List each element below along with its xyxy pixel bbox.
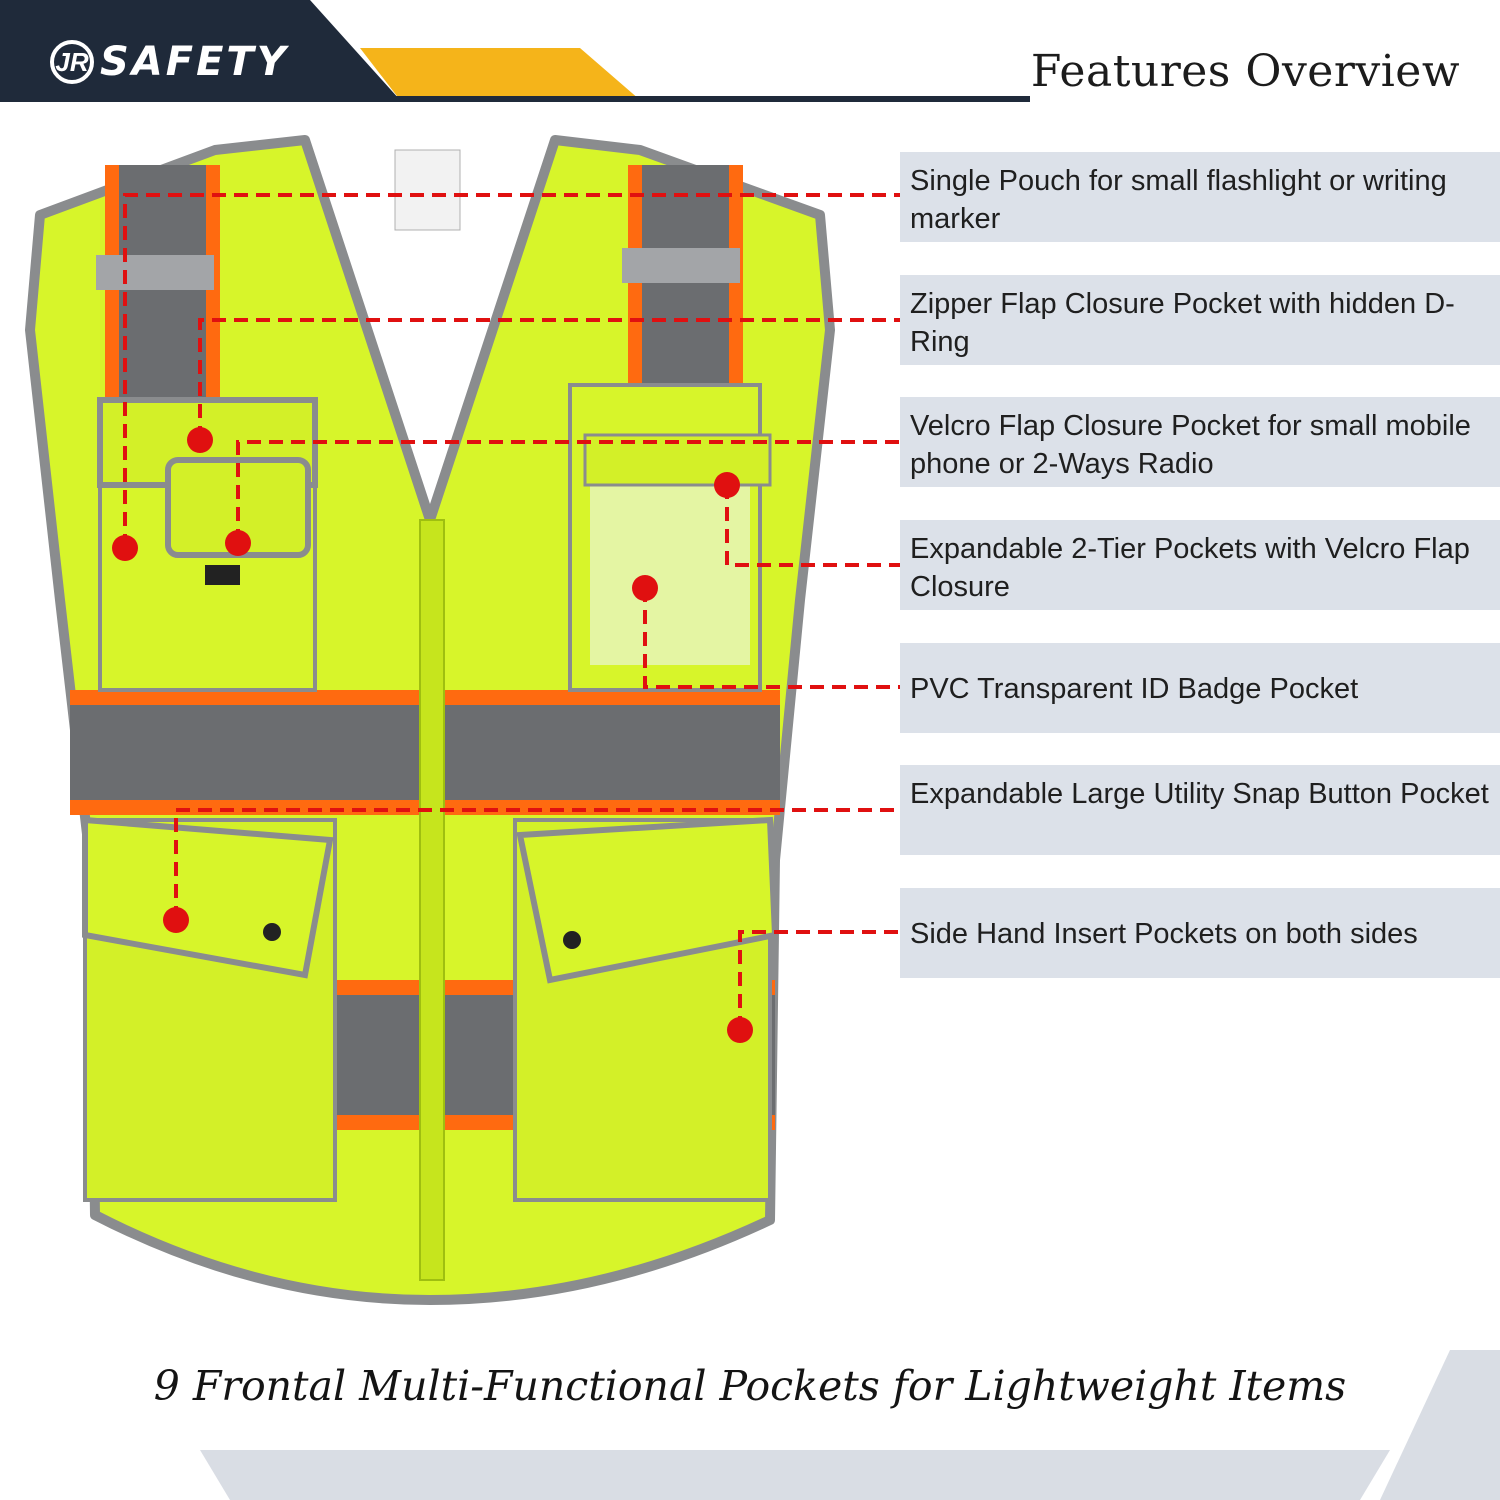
- callout-line-4: [725, 485, 900, 567]
- callout-dots: [112, 427, 753, 1043]
- feature-box-utility-pocket: Expandable Large Utility Snap Button Poc…: [900, 765, 1500, 855]
- callout-dot-1: [112, 535, 138, 561]
- feature-label: Zipper Flap Closure Pocket with hidden D…: [910, 288, 1455, 358]
- brand-name: SAFETY: [100, 39, 289, 85]
- callout-line-2: [198, 318, 900, 440]
- bottom-caption: 9 Frontal Multi-Functional Pockets for L…: [153, 1362, 1347, 1410]
- callout-dot-6: [163, 907, 189, 933]
- feature-box-zipper-pocket: Zipper Flap Closure Pocket with hidden D…: [900, 275, 1500, 365]
- callout-line-1: [123, 193, 900, 548]
- callout-line-3: [236, 440, 900, 543]
- brand-logo: JR SAFETY: [50, 32, 289, 92]
- brand-mark-icon: JR: [50, 40, 94, 84]
- callout-dot-4: [714, 472, 740, 498]
- front-zipper: [419, 519, 445, 1281]
- feature-box-two-tier-pockets: Expandable 2-Tier Pockets with Velcro Fl…: [900, 520, 1500, 610]
- callout-line-6: [174, 808, 900, 920]
- callout-dot-5: [632, 575, 658, 601]
- feature-label: Side Hand Insert Pockets on both sides: [910, 918, 1418, 950]
- callout-dot-7: [727, 1017, 753, 1043]
- callout-dot-3: [225, 530, 251, 556]
- callout-lines: [123, 193, 900, 1030]
- feature-box-single-pouch: Single Pouch for small flashlight or wri…: [900, 152, 1500, 242]
- feature-label: PVC Transparent ID Badge Pocket: [910, 673, 1359, 705]
- feature-box-velcro-pocket: Velcro Flap Closure Pocket for small mob…: [900, 397, 1500, 487]
- safety-vest-illustration: [25, 135, 900, 1305]
- feature-label: Single Pouch for small flashlight or wri…: [910, 165, 1447, 235]
- feature-label: Velcro Flap Closure Pocket for small mob…: [910, 410, 1471, 480]
- feature-label: Expandable Large Utility Snap Button Poc…: [910, 778, 1489, 810]
- feature-label: Expandable 2-Tier Pockets with Velcro Fl…: [910, 533, 1470, 603]
- feature-box-side-pockets: Side Hand Insert Pockets on both sides: [900, 888, 1500, 978]
- callout-dot-2: [187, 427, 213, 453]
- page-title: Features Overview: [1030, 46, 1460, 97]
- neck-label: [394, 149, 461, 231]
- feature-box-id-badge: PVC Transparent ID Badge Pocket: [900, 643, 1500, 733]
- callout-line-7: [738, 930, 900, 1030]
- callout-line-5: [643, 588, 900, 689]
- bottom-decoration: [200, 1350, 1500, 1500]
- header-banner: [0, 0, 1030, 102]
